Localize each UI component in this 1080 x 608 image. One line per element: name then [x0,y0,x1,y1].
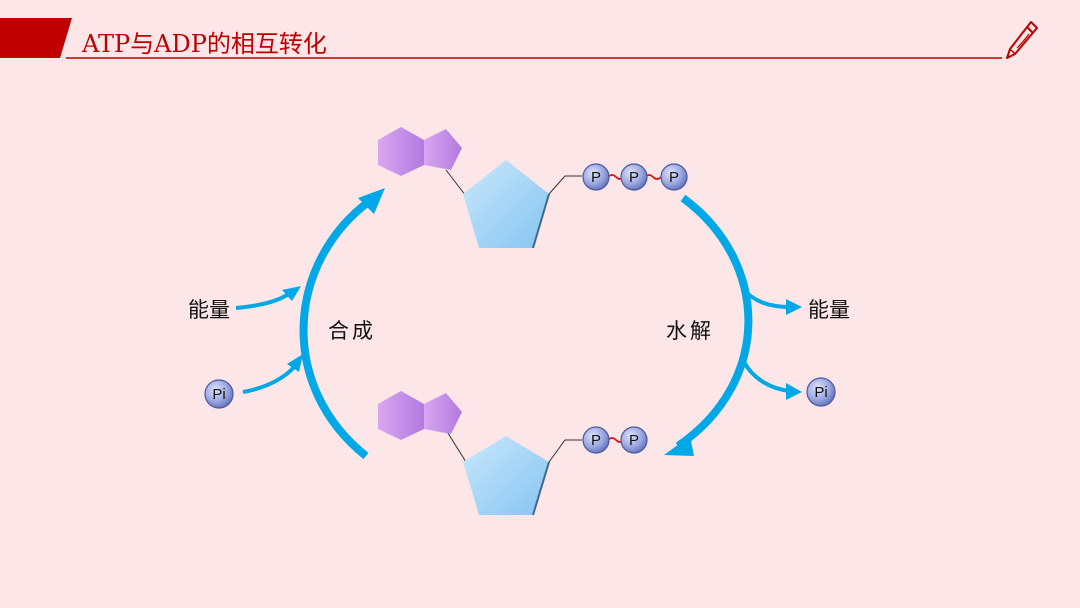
synthesis-label: 合成 [328,319,376,343]
pi-in-molecule: Pi [204,379,234,409]
header-red-block [0,18,72,58]
atp-ribose-shape [463,160,549,248]
atp-phosphate-2-label: P [629,169,639,186]
energy-in-arrow [235,286,301,310]
pi-out-arrow [742,360,802,400]
energy-out-label: 能量 [808,298,850,322]
adp-phosphate-2: P [620,426,648,454]
atp-phosphate-1-label: P [591,169,601,186]
adp-phosphate-1: P [582,426,610,454]
adp-phosphate-2-label: P [629,432,639,449]
adp-link-phosphate [548,439,582,463]
adp-molecule: P P [378,391,648,516]
atp-phosphate-1: P [582,163,610,191]
atp-link-adenine [445,169,467,197]
atp-phosphate-2: P [620,163,648,191]
pi-in-arrow [242,354,303,394]
pencil-icon [1006,21,1038,59]
adp-adenine-shape [378,391,462,440]
page-title: ATP与ADP的相互转化 [82,30,327,58]
energy-out-arrow [740,286,802,315]
atp-phosphate-3-label: P [669,169,679,186]
atp-phosphate-3: P [660,163,688,191]
hydrolysis-arrow [664,194,753,456]
atp-link-phosphate [548,175,582,195]
pi-in-label: Pi [212,386,225,403]
header-bar [0,18,1002,59]
pi-out-label: Pi [814,384,827,401]
energy-in-label: 能量 [188,298,230,322]
adp-phosphate-1-label: P [591,432,601,449]
pi-out-molecule: Pi [806,377,836,407]
adp-link-adenine [445,429,467,463]
adp-ribose-shape [463,436,549,515]
synthesis-arrow [299,188,385,460]
hydrolysis-label: 水解 [666,319,714,343]
atp-molecule: P P P [378,127,688,249]
atp-adenine-shape [378,127,462,176]
